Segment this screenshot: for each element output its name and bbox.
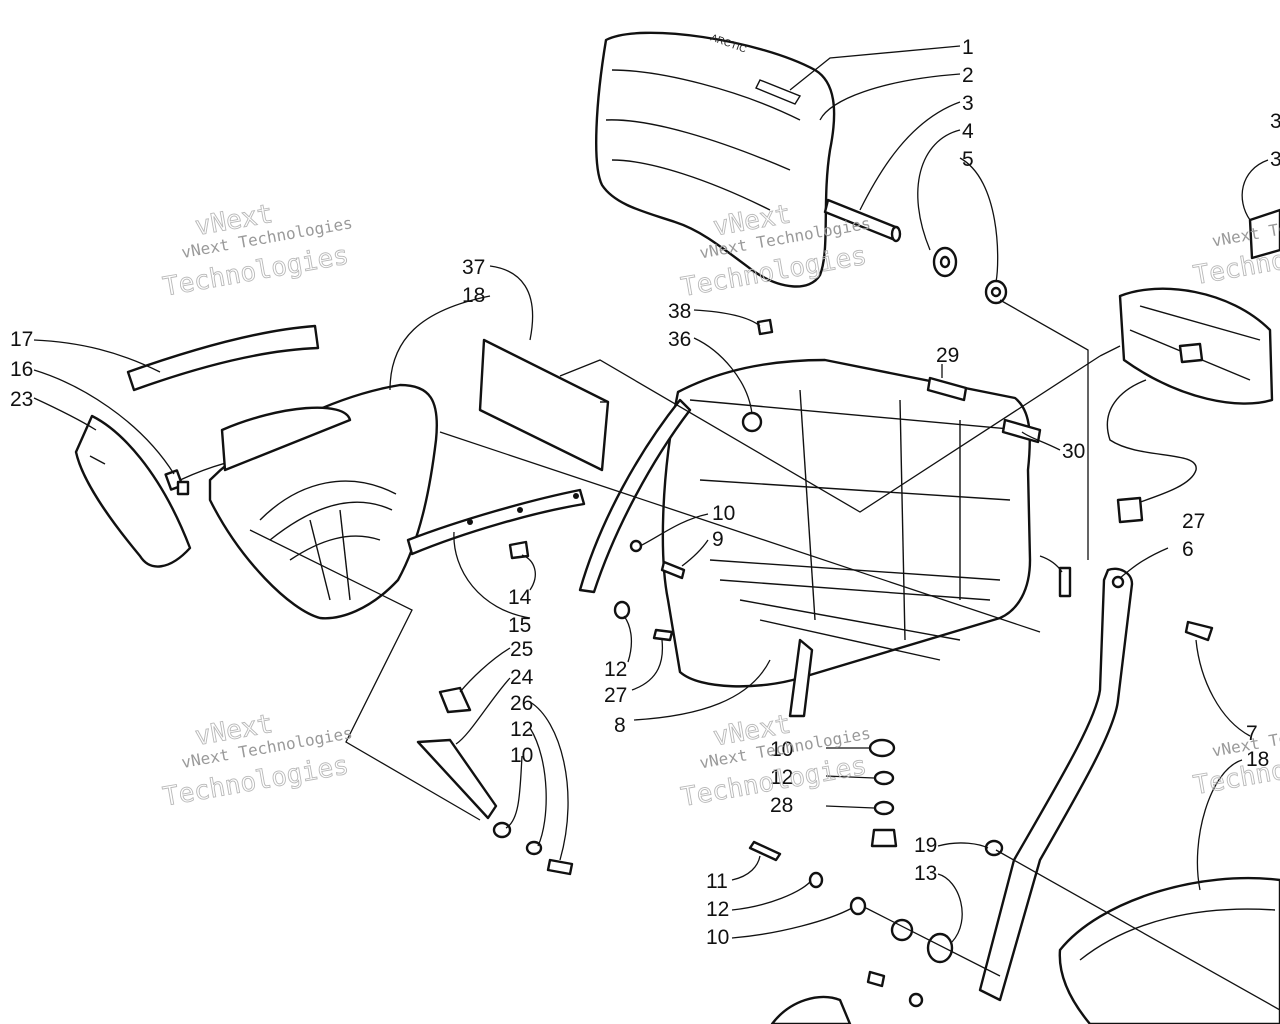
callout-12c: 12 <box>770 766 793 789</box>
callout-17: 17 <box>10 328 33 351</box>
callout-15: 15 <box>508 614 531 637</box>
callout-10a: 10 <box>712 502 735 525</box>
callout-labels: 1 2 3 4 5 37 18 17 16 23 38 36 29 30 10 … <box>10 36 1280 949</box>
callout-3a: 3 <box>1270 110 1280 133</box>
callout-26: 26 <box>510 692 533 715</box>
watermark-3: vNext vNext Technologies Technologies <box>160 709 354 814</box>
callout-11: 11 <box>706 870 728 893</box>
callout-6: 6 <box>1182 538 1194 561</box>
washer-10a <box>629 539 643 553</box>
callout-23: 23 <box>10 388 33 411</box>
grab-handle <box>208 383 438 620</box>
wire-connector <box>164 455 261 496</box>
callout-4: 4 <box>962 120 974 143</box>
bolt-9 <box>660 560 686 580</box>
rubber-strip <box>126 324 320 392</box>
clip-25 <box>438 686 472 714</box>
watermark-1: vNext vNext Technologies Technologies <box>160 199 354 304</box>
bolt-38 <box>756 318 774 336</box>
callout-10d: 10 <box>706 926 729 949</box>
screw-14 <box>508 540 530 560</box>
backrest-post <box>823 198 902 243</box>
support-arm <box>978 567 1134 1002</box>
callout-3: 3 <box>962 92 974 115</box>
callout-12a: 12 <box>604 658 627 681</box>
wire-harness <box>1106 379 1197 524</box>
lower-grab-handle <box>1058 876 1280 1024</box>
spacer <box>984 279 1008 305</box>
bracket-cover <box>74 414 192 568</box>
bolt-7 <box>1184 620 1214 642</box>
washer-10b <box>492 821 512 839</box>
callout-10c: 10 <box>770 738 793 761</box>
bushing-13 <box>926 932 954 964</box>
nut-19 <box>984 839 1004 857</box>
star-washer <box>890 918 914 942</box>
nut-36 <box>741 411 763 433</box>
callout-27b: 27 <box>1182 510 1205 533</box>
tail-light-bracket <box>1248 208 1280 260</box>
callout-2: 2 <box>962 64 974 87</box>
watermark-4: vNext vNext Technologies Technologies <box>678 709 872 814</box>
washer-12d <box>808 871 824 889</box>
backrest-pad: ARCTIC <box>595 31 836 288</box>
nut-28a <box>873 800 895 816</box>
callout-30: 30 <box>1062 440 1085 463</box>
watermark-6-line2: vNext Technologies <box>1210 712 1280 761</box>
callout-14: 14 <box>508 586 532 609</box>
strap <box>406 488 586 556</box>
washer-12b <box>525 840 543 856</box>
washer <box>932 246 958 278</box>
bolt-27b <box>1058 566 1072 598</box>
callout-37: 37 <box>462 256 485 279</box>
callout-38: 38 <box>668 300 691 323</box>
callout-16: 16 <box>10 358 33 381</box>
partial-part-bottom <box>770 970 924 1024</box>
callout-28: 28 <box>770 794 793 817</box>
callout-7: 7 <box>1246 722 1258 745</box>
callout-1: 1 <box>962 36 974 59</box>
bolt-26 <box>546 858 574 876</box>
callout-18b: 18 <box>1246 748 1269 771</box>
callout-27a: 27 <box>604 684 627 707</box>
callout-9: 9 <box>712 528 724 551</box>
callout-18: 18 <box>462 284 485 307</box>
decal-29 <box>926 376 968 402</box>
nut-28b <box>870 828 898 848</box>
callout-25: 25 <box>510 638 533 661</box>
leader-lines <box>33 45 1280 1011</box>
bracket-24 <box>416 738 498 820</box>
washer-10d <box>849 896 867 916</box>
bolt-27a <box>652 628 674 642</box>
washer-10c <box>868 738 896 758</box>
callout-13: 13 <box>914 862 937 885</box>
callout-10b: 10 <box>510 744 533 767</box>
washer-12c <box>873 770 895 786</box>
callout-8: 8 <box>614 714 626 737</box>
callout-24: 24 <box>510 666 534 689</box>
callout-5: 5 <box>962 148 974 171</box>
callout-12d: 12 <box>706 898 729 921</box>
tail-light <box>1118 287 1274 405</box>
callout-19: 19 <box>914 834 937 857</box>
washer-12a <box>613 600 631 620</box>
callout-3b: 3 <box>1270 148 1280 171</box>
cover-plate <box>478 338 610 472</box>
callout-36: 36 <box>668 328 691 351</box>
bolt-11 <box>748 840 782 862</box>
callout-12b: 12 <box>510 718 533 741</box>
callout-29: 29 <box>936 344 959 367</box>
cargo-rack <box>578 358 1032 718</box>
